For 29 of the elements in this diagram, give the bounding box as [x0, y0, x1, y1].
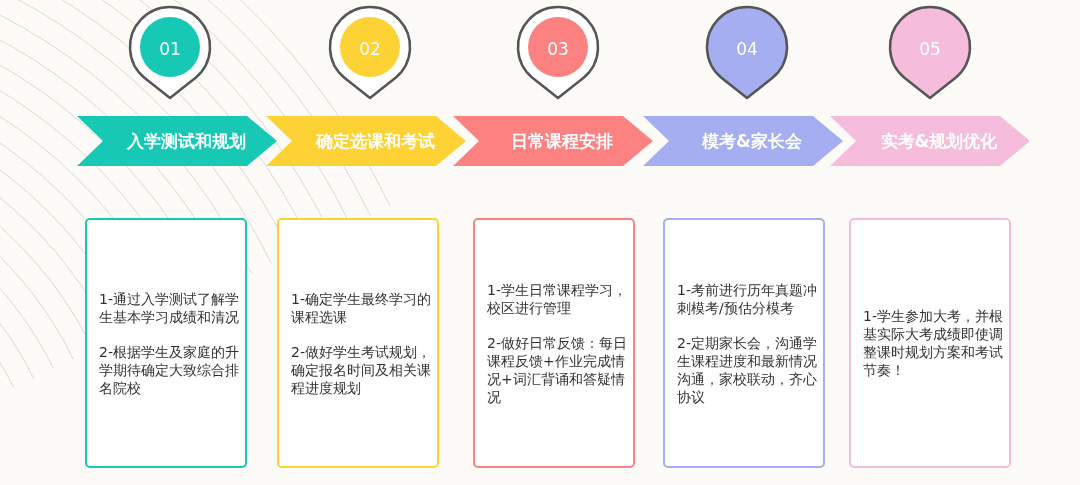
- card-text: 1-确定学生最终学习的课程选课: [291, 289, 432, 326]
- step-title: 实考&规划优化: [879, 130, 999, 153]
- step-card: [85, 218, 247, 468]
- card-text: 1-考前进行历年真题冲刺模考/预估分模考: [677, 280, 818, 317]
- step-number: 05: [918, 38, 942, 60]
- card-text: 2-做好学生考试规划，确定报名时间及相关课程进度规划: [291, 342, 432, 397]
- card-text: 2-做好日常反馈：每日课程反馈+作业完成情况+词汇背诵和答疑情况: [487, 333, 628, 406]
- step-card: [849, 218, 1011, 468]
- step-title: 入学测试和规划: [125, 130, 247, 153]
- step-banner: [643, 116, 843, 166]
- step-number: 04: [735, 38, 759, 60]
- step-title: 模考&家长会: [701, 130, 803, 153]
- card-text: 2-定期家长会，沟通学生课程进度和最新情况沟通，家校联动，齐心协议: [677, 333, 818, 406]
- step-number: 02: [358, 38, 382, 60]
- step-banner: [266, 116, 466, 166]
- card-text: 1-学生日常课程学习，校区进行管理: [487, 280, 628, 317]
- step-title: 日常课程安排: [510, 130, 614, 153]
- card-text: 1-通过入学测试了解学生基本学习成绩和清况: [99, 289, 240, 326]
- step-number: 01: [158, 38, 182, 60]
- step-banner: [453, 116, 653, 166]
- card-text: 1-学生参加大考，并根基实际大考成绩即使调整课时规划方案和考试节奏！: [863, 307, 1004, 379]
- step-banner: [830, 116, 1030, 166]
- card-text: 2-根据学生及家庭的升学期待确定大致综合排名院校: [99, 342, 240, 397]
- step-card: [473, 218, 635, 468]
- step-banner: [77, 116, 277, 166]
- step-card: [663, 218, 825, 468]
- step-card: [277, 218, 439, 468]
- step-number: 03: [546, 38, 570, 60]
- step-title: 确定选课和考试: [314, 130, 436, 153]
